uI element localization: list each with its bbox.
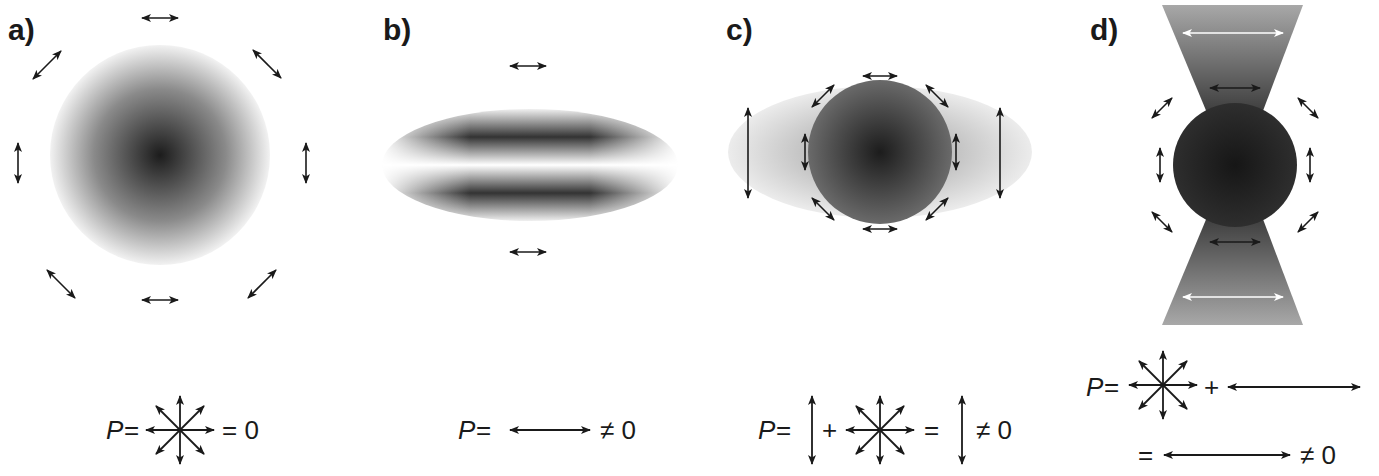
polarization-arrow [1210,241,1260,243]
polarization-arrow [17,143,19,183]
polarization-arrow [926,198,948,220]
formula-symbol: ≠ 0 [1300,442,1336,468]
polarization-arrow [812,198,834,220]
formula-symbol: ≠ 0 [600,417,636,443]
beam-spot [50,45,270,265]
formula-symbol: + [822,417,837,443]
polarization-arrow [305,143,307,183]
polarization-arrow [955,134,957,170]
polarization-arrow [863,75,897,77]
polarization-arrow [926,85,948,107]
polarization-arrow [812,85,834,107]
polarization-arrow [142,17,178,19]
polarization-arrow [510,65,546,67]
panel-label: c) [726,15,753,45]
beam-core [1173,103,1297,227]
formula-symbol: = [1104,374,1119,400]
polarization-arrow [1159,148,1161,182]
polarization-arrow [1309,148,1311,182]
polarization-arrow [1152,212,1172,232]
polarization-arrow [510,251,546,253]
polarization-arrow [253,50,281,78]
formula-symbol: = [776,417,791,443]
formula-symbol: = [476,417,491,443]
panel-label: b) [383,15,411,45]
panel-label: d) [1090,15,1118,45]
polarization-arrow [1183,296,1283,298]
formula-symbol: P [1086,374,1103,400]
panel-label: a) [8,15,35,45]
polarization-arrow [747,108,749,198]
formula-symbol: P [758,417,775,443]
polarization-arrow [33,51,61,79]
polarization-arrow [1210,87,1260,89]
formula-symbols [146,351,1360,464]
formula-symbol: = [124,417,139,443]
polarization-arrow [999,108,1001,198]
formula-symbol: = [924,417,939,443]
beam-core [808,80,952,224]
polarization-arrow [248,270,276,298]
polarization-arrow [142,299,178,301]
beam-spot [382,109,678,221]
formula-symbol: P [458,417,475,443]
polarization-arrow [863,228,897,230]
polarization-arrow [1298,98,1318,118]
formula-symbol: ≠ 0 [976,417,1012,443]
polarization-arrow [47,270,75,298]
polarization-arrow [1152,98,1172,118]
polarization-arrow [804,134,806,170]
formula-symbol: P [106,417,123,443]
formula-symbol: + [1204,374,1219,400]
formula-symbol: = 0 [222,417,259,443]
polarization-arrow [1298,212,1318,232]
formula-symbol: = [1138,442,1153,468]
polarization-arrow [1183,32,1283,34]
